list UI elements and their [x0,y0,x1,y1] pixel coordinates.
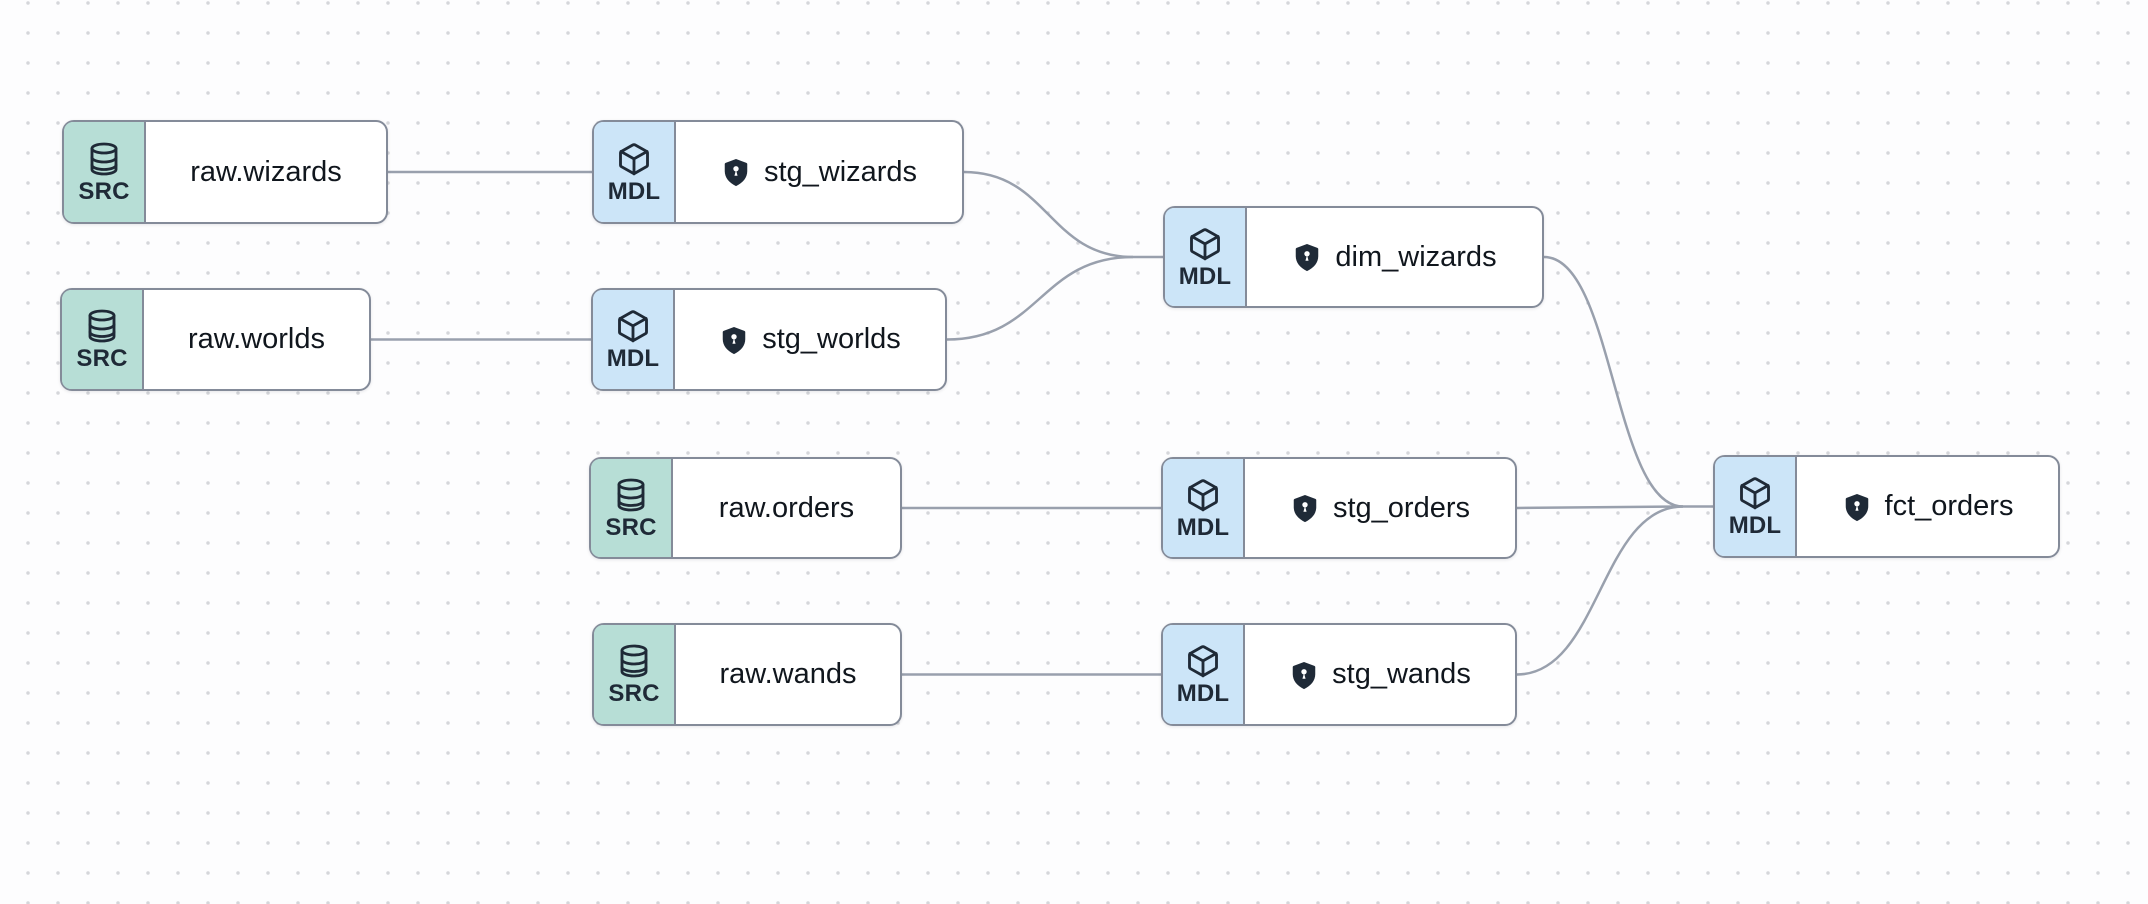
node-dim-wizards[interactable]: MDL dim_wizards [1163,206,1544,308]
node-label: raw.orders [718,491,855,524]
node-type-badge: MDL [1163,459,1245,557]
node-body: stg_wizards [676,122,962,222]
node-type-badge: SRC [594,625,676,724]
node-type-badge: SRC [62,290,144,389]
node-stg-wizards[interactable]: MDL stg_wizards [592,120,964,224]
shield-icon [719,325,749,355]
node-type-label: MDL [1176,513,1230,541]
node-body: raw.worlds [144,290,369,389]
node-type-badge: MDL [1163,625,1245,724]
node-label: raw.worlds [188,323,325,355]
node-label: stg_orders [1332,491,1470,524]
node-type-label: MDL [606,345,660,372]
edge-stg-worlds-to-dim-wizards [946,255,1134,341]
node-type-label: MDL [607,177,661,205]
node-body: stg_worlds [675,290,945,389]
edge-stg-orders-to-fct-orders [1516,505,1684,510]
node-body: stg_wands [1245,625,1515,724]
node-type-badge: MDL [594,122,676,222]
node-type-label: MDL [1178,262,1232,290]
node-label: stg_wizards [763,155,918,188]
node-type-badge: SRC [591,459,673,557]
node-body: raw.wands [676,625,900,724]
database-icon [84,308,120,344]
node-stg-worlds[interactable]: MDL stg_worlds [591,288,947,391]
node-body: raw.wizards [146,122,386,222]
cube-icon [1737,475,1773,511]
shield-icon [1290,493,1320,523]
node-type-badge: MDL [593,290,675,389]
node-type-badge: SRC [64,122,146,222]
database-icon [613,477,649,513]
node-type-label: MDL [1176,680,1230,707]
node-body: raw.orders [673,459,900,557]
node-body: stg_orders [1245,459,1515,557]
cube-icon [615,308,651,344]
node-type-label: SRC [608,680,660,707]
node-raw-worlds[interactable]: SRC raw.worlds [60,288,371,391]
node-stg-wands[interactable]: MDL stg_wands [1161,623,1517,726]
node-type-badge: MDL [1165,208,1247,306]
node-label: raw.wands [719,658,857,690]
node-body: fct_orders [1797,457,2058,556]
node-raw-wands[interactable]: SRC raw.wands [592,623,902,726]
node-label: fct_orders [1884,490,2014,522]
shield-icon [1842,492,1872,522]
node-label: dim_wizards [1335,240,1497,273]
node-stg-orders[interactable]: MDL stg_orders [1161,457,1517,559]
node-type-label: SRC [605,513,657,541]
edge-stg-wands-to-fct-orders [1516,505,1684,676]
node-fct-orders[interactable]: MDL fct_orders [1713,455,2060,558]
node-label: stg_worlds [762,323,901,355]
node-type-label: SRC [78,177,130,205]
shield-icon [1292,242,1322,272]
shield-icon [1289,660,1319,690]
node-label: stg_wands [1332,658,1471,690]
edge-stg-wizards-to-dim-wizards [963,170,1134,259]
node-raw-wizards[interactable]: SRC raw.wizards [62,120,388,224]
cube-icon [1185,477,1221,513]
cube-icon [1187,226,1223,262]
node-label: raw.wizards [190,155,342,188]
node-body: dim_wizards [1247,208,1542,306]
node-raw-orders[interactable]: SRC raw.orders [589,457,902,559]
node-type-label: SRC [76,345,128,372]
node-type-badge: MDL [1715,457,1797,556]
node-type-label: MDL [1728,512,1782,539]
cube-icon [616,141,652,177]
edge-dim-wizards-to-fct-orders [1543,255,1684,508]
shield-icon [721,157,751,187]
database-icon [616,643,652,679]
database-icon [86,141,122,177]
cube-icon [1185,643,1221,679]
